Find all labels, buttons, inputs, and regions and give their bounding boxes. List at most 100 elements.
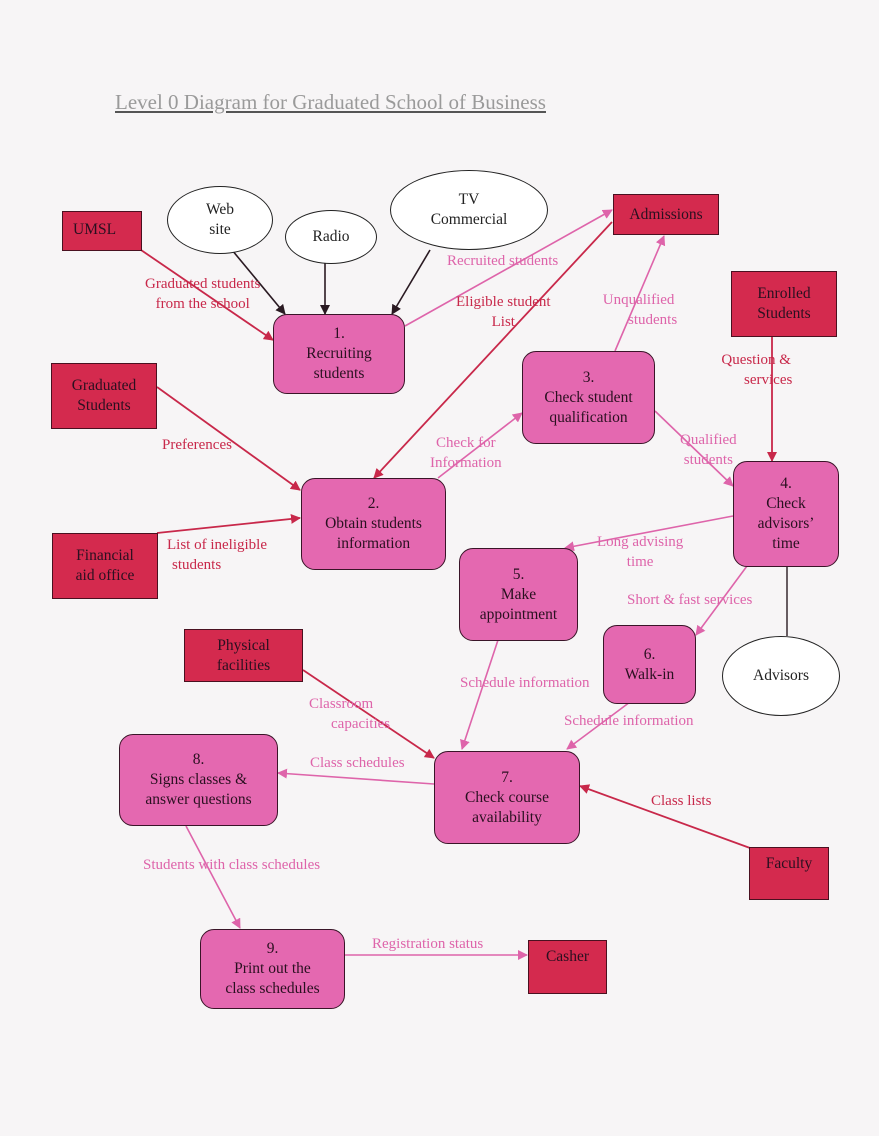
graduated-line1: Graduated <box>71 377 137 394</box>
flow-question-line2: services <box>744 372 793 388</box>
arrow-admissions-to-p2 <box>373 221 613 479</box>
flow-classroom-line1: Classroom <box>309 696 374 712</box>
flow-eligible-line2: List <box>491 314 515 330</box>
flow-label-recruited-students: Recruited students <box>447 253 559 269</box>
tv-line1: TV <box>458 191 480 208</box>
flow-label-class-lists: Class lists <box>651 793 712 809</box>
entity-casher: Casher <box>528 940 607 994</box>
arrow-financial-to-p2 <box>156 513 301 534</box>
arrow-p8-to-p9 <box>185 825 241 929</box>
p1-number: 1. <box>333 325 345 342</box>
p4-number: 4. <box>780 475 792 492</box>
radio-label: Radio <box>312 228 350 245</box>
p8-number: 8. <box>192 751 205 768</box>
p7-line2: availability <box>472 808 542 826</box>
enrolled-line2: Students <box>757 305 811 322</box>
advisors-label: Advisors <box>753 667 809 684</box>
entity-financial-aid-office: Financial aid office <box>52 533 158 599</box>
flow-long-line2: time <box>626 554 654 570</box>
arrow-p6-to-p7 <box>566 701 631 750</box>
flow-qualified-line2: students <box>683 452 733 468</box>
p2-line1: Obtain students <box>325 515 422 532</box>
p3-number: 3. <box>582 368 595 386</box>
admissions-label: Admissions <box>629 205 703 223</box>
enrolled-line1: Enrolled <box>757 285 811 302</box>
entity-faculty: Faculty <box>749 847 829 900</box>
flow-label-check-for-information: Check for Information <box>430 433 502 473</box>
arrow-faculty-to-p7 <box>579 784 751 849</box>
flow-label-graduated-from-school: Graduated students from the school <box>145 274 260 314</box>
flow-classroom-line2: capacities <box>331 716 391 732</box>
entity-physical-facilities: Physical facilities <box>184 629 303 682</box>
process-2-obtain-students-information: 2. Obtain students information <box>301 478 446 570</box>
flow-label-preferences: Preferences <box>162 437 232 453</box>
arrow-p3-to-admissions <box>614 235 666 352</box>
p9-line2: class schedules <box>225 980 320 997</box>
process-6-walk-in: 6. Walk-in <box>603 625 696 704</box>
process-4-check-advisors-time: 4. Check advisors’ time <box>733 461 839 567</box>
diagram-title: Level 0 Diagram for Graduated School of … <box>115 90 546 114</box>
p9-number: 9. <box>266 940 279 957</box>
flow-label-eligible-student-list: Eligible student List <box>456 292 551 332</box>
p2-number: 2. <box>367 495 380 512</box>
tv-line2: Commercial <box>430 211 508 228</box>
flow-question-line1: Question & <box>721 352 791 368</box>
source-radio: Radio <box>285 210 377 264</box>
p6-number: 6. <box>643 645 656 663</box>
p5-line1: Make <box>500 585 537 603</box>
entity-umsl: UMSL <box>62 211 142 251</box>
flow-label-schedule-information-6: Schedule information <box>564 713 694 729</box>
arrow-umsl-to-p1 <box>140 249 274 341</box>
website-line1: Web <box>205 201 235 218</box>
graduated-line2: Students <box>77 397 131 414</box>
p9-line1: Print out the <box>234 960 311 977</box>
arrow-p7-to-p8 <box>277 768 435 785</box>
p2-line2: information <box>336 535 411 552</box>
arrow-website-to-p1 <box>231 249 286 315</box>
p4-line1: Check <box>766 495 806 512</box>
arrow-p4-to-p6 <box>695 565 748 636</box>
arrow-physical-to-p7 <box>302 669 435 759</box>
p3-line2: qualification <box>549 408 628 426</box>
arrow-p3-to-p4 <box>654 410 734 487</box>
umsl-label: UMSL <box>73 221 117 238</box>
flow-ineligible-line1: List of ineligible <box>167 537 267 553</box>
flow-graduated-line2: from the school <box>155 296 250 312</box>
flow-label-class-schedules: Class schedules <box>310 755 405 771</box>
financial-line2: aid office <box>75 567 135 584</box>
p6-line1: Walk-in <box>624 665 675 683</box>
physical-line2: facilities <box>216 656 271 674</box>
flow-check-line1: Check for <box>436 435 496 451</box>
p8-line1: Signs classes & <box>149 771 248 788</box>
process-5-make-appointment: 5. Make appointment <box>459 548 578 641</box>
process-8-signs-classes: 8. Signs classes & answer questions <box>119 734 278 826</box>
flow-eligible-line1: Eligible student <box>456 294 551 310</box>
arrow-p2-to-p3 <box>437 412 523 479</box>
arrow-tv-to-p1 <box>391 249 431 315</box>
entity-graduated-students: Graduated Students <box>51 363 157 429</box>
casher-label: Casher <box>545 948 590 965</box>
flow-qualified-line1: Qualified <box>680 432 737 448</box>
arrow-p4-to-p5 <box>564 515 734 552</box>
p4-line3: time <box>772 535 800 552</box>
flow-check-line2: Information <box>430 455 502 471</box>
flow-label-registration-status: Registration status <box>372 936 484 952</box>
arrow-p1-to-admissions <box>404 209 613 327</box>
flow-label-long-advising-time: Long advising time <box>597 532 683 572</box>
flow-ineligible-line2: students <box>172 557 222 573</box>
physical-line1: Physical <box>217 636 270 654</box>
p5-line2: appointment <box>479 605 558 623</box>
flow-graduated-line1: Graduated students <box>145 276 261 292</box>
flow-label-schedule-information-5: Schedule information <box>460 675 590 691</box>
flow-label-list-of-ineligible: List of ineligible students <box>167 535 267 575</box>
flow-label-students-with-class-schedules: Students with class schedules <box>143 857 321 873</box>
flow-label-classroom-capacities: Classroom capacities <box>309 694 390 734</box>
flow-unqualified-line1: Unqualified <box>602 292 675 308</box>
source-tv-commercial: TV Commercial <box>390 170 548 250</box>
p1-line2: students <box>313 365 365 382</box>
source-website: Web site <box>167 186 273 254</box>
p7-line1: Check course <box>465 788 549 806</box>
flow-label-short-fast-services: Short & fast services <box>627 592 753 608</box>
entity-admissions: Admissions <box>613 194 719 235</box>
entity-enrolled-students: Enrolled Students <box>731 271 837 337</box>
